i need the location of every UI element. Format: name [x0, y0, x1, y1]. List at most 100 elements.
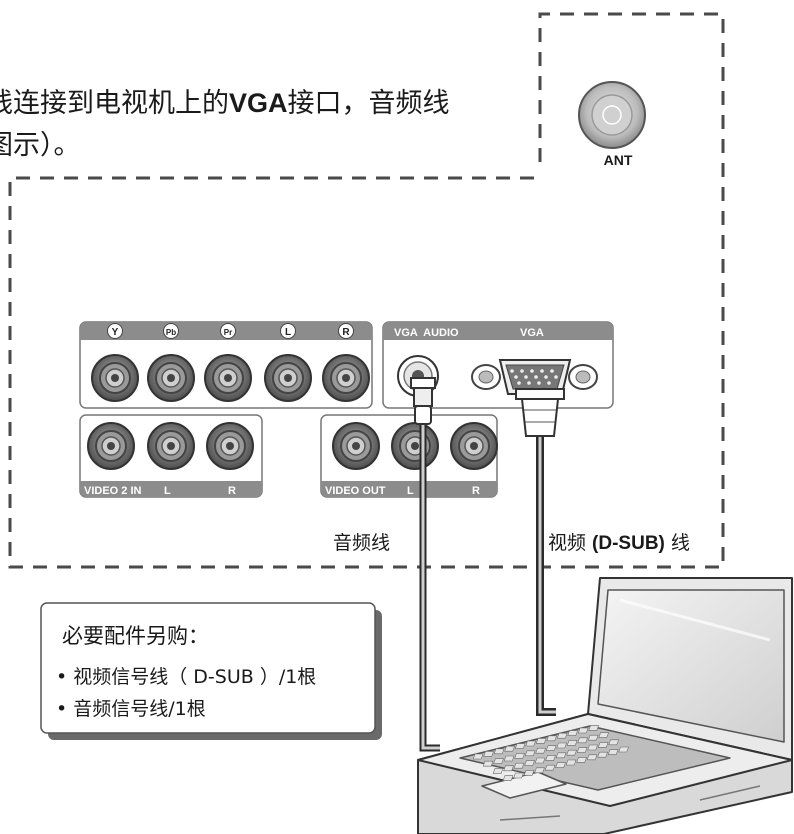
vga-pin — [514, 375, 518, 379]
laptop-key — [576, 747, 588, 753]
laptop-key — [555, 752, 567, 759]
rca-jack — [206, 422, 254, 470]
laptop-key — [587, 734, 599, 741]
laptop-key — [546, 735, 557, 742]
laptop-key — [525, 740, 536, 747]
laptop-key — [587, 744, 598, 751]
vga-pin — [510, 369, 514, 373]
rca-jack — [391, 422, 439, 470]
laptop-key — [586, 754, 598, 761]
laptop-key — [493, 748, 505, 755]
vga-pin — [530, 369, 534, 373]
instruction-line2: 图示）。 — [0, 130, 81, 161]
vga-pin — [547, 381, 551, 385]
rca-jack — [450, 422, 498, 470]
laptop-key — [577, 727, 589, 734]
instruction-text: 线连接到电视机上的VGA接口，音频线 图示）。 — [0, 82, 450, 167]
audio-cable-label: 音频线 — [333, 532, 391, 554]
laptop-key — [513, 772, 524, 779]
vga-pin — [540, 369, 544, 373]
component-badge-label: L — [285, 327, 291, 338]
laptop-key — [556, 742, 567, 749]
video-cable-label: 视频 (D-SUB) 线 — [548, 532, 690, 554]
vga-pin — [517, 381, 521, 385]
laptop-key — [597, 742, 609, 748]
laptop-key — [535, 747, 546, 754]
rca-jack — [91, 354, 139, 402]
laptop-key — [588, 725, 600, 731]
laptop-key — [618, 746, 629, 753]
vga-pin — [524, 375, 528, 379]
video-out-r-label: R — [472, 485, 480, 497]
laptop-key — [483, 751, 494, 757]
rca-jack — [204, 354, 252, 402]
vga-pin — [520, 369, 524, 373]
laptop-key — [566, 740, 578, 746]
vga-cable — [515, 388, 565, 716]
note-item: • 音频信号线/1根 — [56, 698, 206, 720]
laptop-key — [513, 762, 525, 769]
laptop-key — [514, 753, 525, 759]
laptop-key — [472, 753, 484, 760]
laptop-key — [577, 737, 588, 744]
component-badge: L — [280, 323, 296, 339]
instruction-line1: 线连接到电视机上的VGA接口，音频线 — [0, 88, 450, 119]
laptop-key — [608, 739, 619, 746]
laptop-key — [576, 757, 587, 763]
laptop-key — [534, 757, 546, 764]
laptop-key — [504, 745, 515, 752]
laptop-key — [598, 732, 610, 738]
video2-in-label: VIDEO 2 IN — [84, 485, 142, 497]
vga-pin — [544, 375, 548, 379]
laptop-key — [503, 755, 515, 762]
laptop-key — [555, 762, 566, 768]
laptop-key — [567, 730, 579, 736]
laptop — [417, 577, 793, 834]
vga-pin — [534, 375, 538, 379]
component-badge-label: R — [342, 327, 350, 338]
laptop-key — [607, 749, 619, 755]
component-badge: Pr — [220, 323, 236, 339]
laptop-key — [556, 732, 568, 739]
laptop-key — [492, 768, 504, 774]
component-badge-label: Pb — [166, 328, 176, 337]
component-badge-label: Y — [112, 327, 119, 338]
laptop-key — [523, 770, 535, 776]
laptop-key — [514, 743, 526, 749]
rca-jack — [264, 354, 312, 402]
laptop-key — [502, 775, 514, 781]
rca-jack — [147, 422, 195, 470]
video-out-l-label: L — [407, 485, 414, 497]
rca-jack — [332, 422, 380, 470]
vga-label: VGA — [520, 327, 544, 339]
rca-jack — [147, 354, 195, 402]
laptop-key — [493, 758, 504, 764]
note-title: 必要配件另购： — [62, 624, 209, 648]
vga-pin — [550, 369, 554, 373]
laptop-key — [482, 760, 494, 767]
video-out-label: VIDEO OUT — [325, 485, 386, 497]
tv-back-outline — [8, 12, 725, 569]
vga-audio-label: VGA AUDIO — [394, 327, 459, 339]
ant-label: ANT — [603, 152, 633, 168]
accessory-note-box — [40, 602, 382, 740]
video2-l-label: L — [164, 485, 171, 497]
component-badge: Y — [107, 323, 123, 339]
laptop-key — [534, 767, 545, 774]
laptop-key — [524, 760, 535, 766]
laptop-key — [566, 749, 577, 756]
video2-r-label: R — [228, 485, 236, 497]
laptop-key — [597, 751, 608, 758]
laptop-key — [544, 764, 556, 771]
component-badge: R — [338, 323, 354, 339]
laptop-key — [565, 759, 577, 766]
ant-jack — [578, 81, 646, 149]
laptop-key — [524, 750, 536, 757]
rca-jack — [87, 422, 135, 470]
laptop-key — [545, 745, 557, 751]
laptop-key — [503, 765, 514, 772]
rca-jack — [322, 354, 370, 402]
note-item: • 视频信号线（ D-SUB ）/1根 — [56, 666, 317, 688]
vga-pin — [554, 375, 558, 379]
